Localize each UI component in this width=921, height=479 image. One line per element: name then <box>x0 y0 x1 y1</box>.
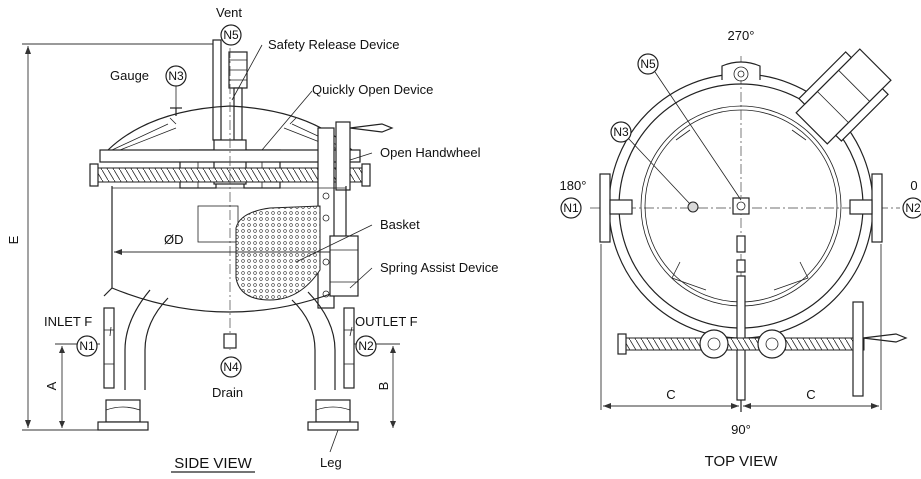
inlet-label: INLET F <box>44 314 92 329</box>
vent-label: Vent <box>216 5 242 20</box>
angle-270-label: 270° <box>728 28 755 43</box>
top-lug <box>721 61 761 82</box>
nozzle-n2-side-label: N2 <box>358 339 374 353</box>
leader-lines <box>109 44 373 453</box>
nozzle-n5-top <box>637 53 659 75</box>
dim-e-label: E <box>6 235 21 244</box>
nozzle-n1-top <box>560 197 582 219</box>
spring-assist <box>329 235 359 297</box>
drain-fitting <box>223 333 237 349</box>
nozzle-n3-side-label: N3 <box>168 69 184 83</box>
top-handwheel <box>852 301 864 397</box>
nozzle-n5-side <box>220 24 242 46</box>
handwheel-topright <box>795 48 892 145</box>
drain-label: Drain <box>212 385 243 400</box>
basket-label: Basket <box>380 217 420 232</box>
angle-90-label: 90° <box>731 422 751 437</box>
top-view: N5 N3 N1 N2 270° 180° 0 90° C C TOP VIEW <box>560 28 921 470</box>
legs <box>97 287 359 431</box>
vent-pipe <box>212 39 248 141</box>
dim-c <box>600 244 882 410</box>
flange-180 <box>599 173 611 243</box>
inlet-pipe <box>103 289 169 390</box>
outlet-label: OUTLET F <box>355 314 418 329</box>
nozzle-n2-top-label: N2 <box>905 201 921 215</box>
nozzle-n1-top-label: N1 <box>563 201 579 215</box>
dim-a <box>55 343 100 428</box>
quick-open-label: Quickly Open Device <box>312 82 433 97</box>
dim-c-right-label: C <box>806 387 815 402</box>
dim-a-label: A <box>44 381 59 390</box>
nozzle-n5-side-label: N5 <box>223 28 239 42</box>
top-view-title: TOP VIEW <box>705 453 779 470</box>
lower-wheels <box>699 329 787 359</box>
side-view: N5 N3 N1 N2 N4 Vent Safety Release Devic… <box>6 5 499 473</box>
top-threaded-rod <box>623 337 865 351</box>
vessel-body <box>111 186 347 313</box>
nozzle-n4-side <box>220 356 242 378</box>
od-label: ØD <box>164 232 184 247</box>
gauge-nozzle-top <box>687 201 699 213</box>
side-view-title: SIDE VIEW <box>174 455 252 472</box>
nozzle-n3-side <box>165 65 187 87</box>
nozzle-n1-side-label: N1 <box>79 339 95 353</box>
leg-label: Leg <box>320 455 342 470</box>
spring-assist-label: Spring Assist Device <box>380 260 499 275</box>
angle-0-label: 0 <box>910 178 917 193</box>
nozzle-n2-side <box>355 335 377 357</box>
basket <box>235 205 321 301</box>
outlet-pipe <box>291 291 355 390</box>
angle-180-label: 180° <box>560 178 587 193</box>
flange-0 <box>871 173 883 243</box>
dim-e <box>22 43 220 431</box>
dim-b-label: B <box>376 382 391 391</box>
dim-od <box>114 249 344 255</box>
nozzle-n3-top <box>610 121 632 143</box>
gauge-label: Gauge <box>110 68 149 83</box>
safety-release-label: Safety Release Device <box>268 37 400 52</box>
nozzle-n4-side-label: N4 <box>223 360 239 374</box>
dim-c-left-label: C <box>666 387 675 402</box>
nozzle-n1-side <box>76 335 98 357</box>
open-handwheel-label: Open Handwheel <box>380 145 481 160</box>
dim-b <box>350 343 400 428</box>
nozzle-n3-top-label: N3 <box>613 125 629 139</box>
centre-device <box>732 197 750 273</box>
nozzle-n2-top <box>902 197 921 219</box>
nozzle-n5-top-label: N5 <box>640 57 656 71</box>
